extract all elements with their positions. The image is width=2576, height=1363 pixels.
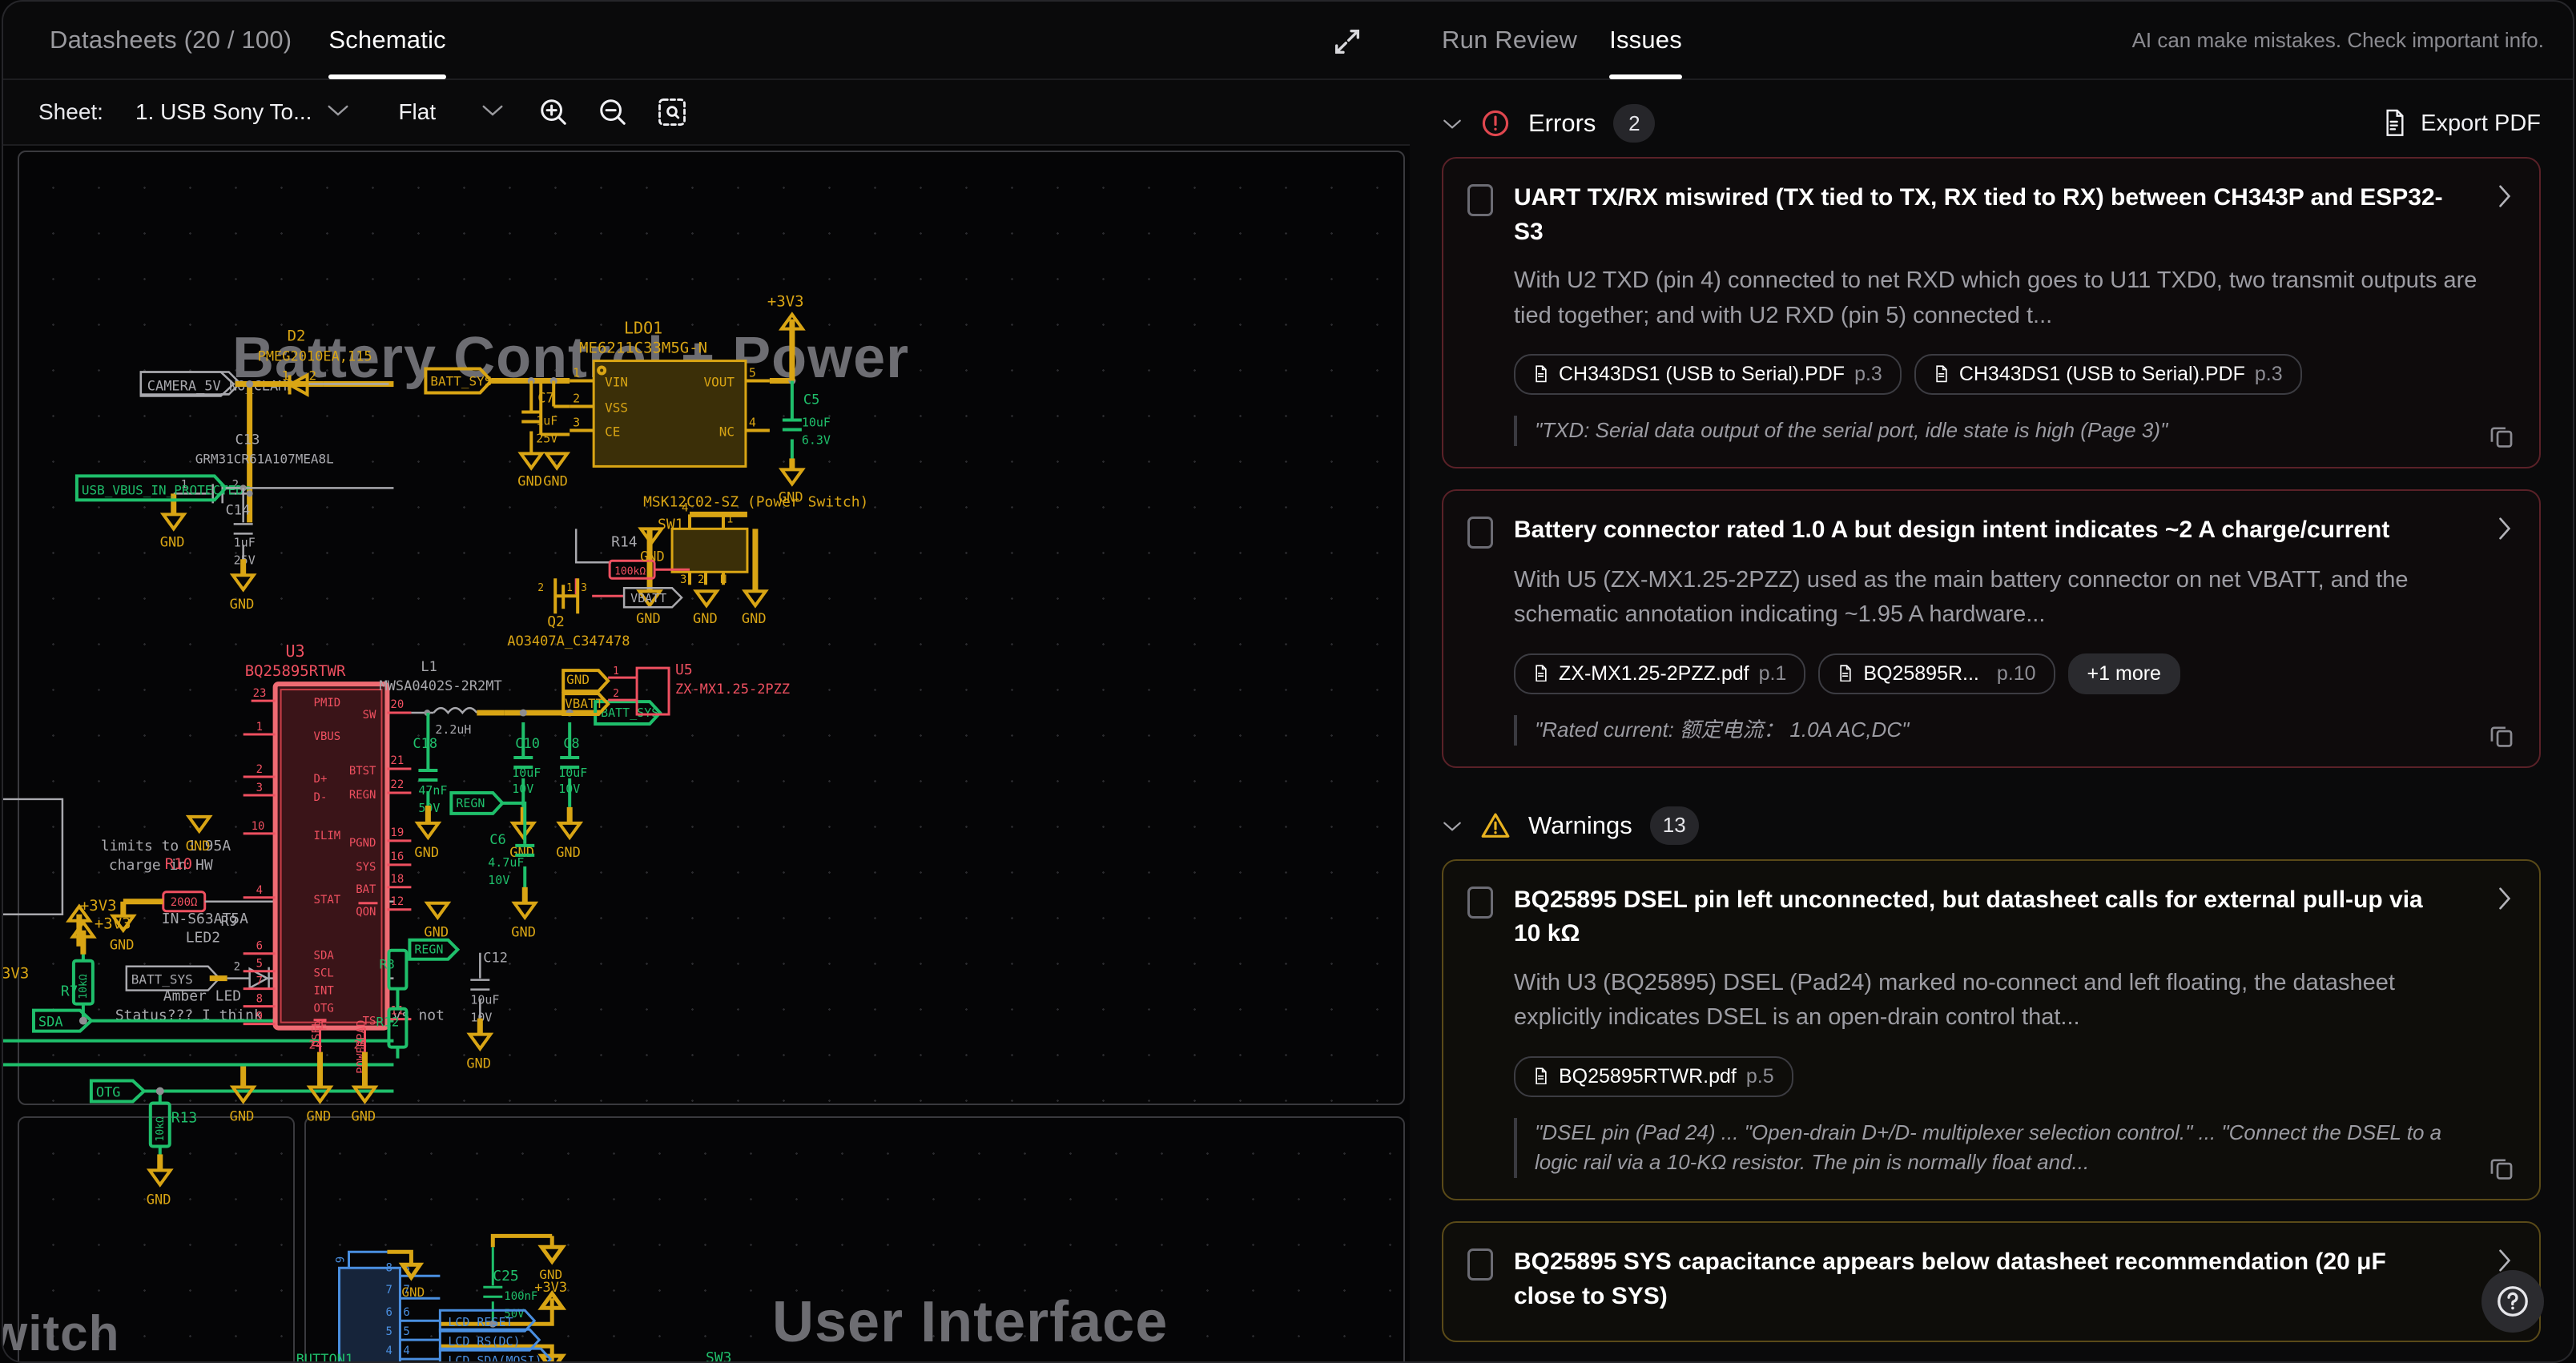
chevron-right-icon[interactable]	[2498, 1248, 2512, 1279]
source-chip-name: BQ25895R...	[1863, 661, 1979, 685]
issue-title: BQ25895 SYS capacitance appears below da…	[1514, 1248, 2386, 1309]
zoom-out-icon[interactable]	[598, 97, 628, 127]
source-chip[interactable]: ZX-MX1.25-2PZZ.pdf p.1	[1514, 653, 1806, 694]
copy-icon[interactable]	[2488, 1154, 2515, 1181]
chevron-down-icon	[481, 101, 505, 123]
file-icon	[1934, 365, 1950, 384]
chevron-right-icon[interactable]	[2498, 184, 2512, 215]
errors-count-badge: 2	[1613, 104, 1656, 143]
chevron-down-icon[interactable]	[1442, 813, 1463, 838]
issue-description: With U5 (ZX-MX1.25-2PZZ) used as the mai…	[1514, 566, 2409, 628]
chevron-right-icon[interactable]	[2498, 887, 2512, 917]
chevron-down-icon	[326, 101, 350, 123]
source-chip-name: ZX-MX1.25-2PZZ.pdf	[1559, 661, 1749, 685]
tab-schematic[interactable]: Schematic	[328, 2, 446, 79]
source-chip-page: p.3	[2254, 363, 2283, 386]
schematic-sheet-main	[18, 151, 1405, 1105]
warnings-count-badge: 13	[1649, 806, 1699, 845]
file-icon	[1837, 664, 1854, 683]
schematic-canvas[interactable]: Battery Control + Power User Interface w…	[3, 146, 1410, 1361]
view-mode-select[interactable]: Flat	[398, 99, 505, 125]
issue-description: With U2 TXD (pin 4) connected to net RXD…	[1514, 267, 2477, 328]
warnings-card-list: BQ25895 DSEL pin left unconnected, but d…	[1410, 858, 2573, 1343]
issue-checkbox[interactable]	[1467, 1248, 1493, 1281]
pdf-file-icon	[2382, 109, 2408, 138]
copy-icon[interactable]	[2488, 422, 2515, 449]
source-chip[interactable]: CH343DS1 (USB to Serial).PDF p.3	[1514, 354, 1902, 396]
tab-datasheets[interactable]: Datasheets (20 / 100)	[50, 26, 292, 54]
expand-icon[interactable]	[1331, 26, 1363, 58]
source-chip[interactable]: BQ25895R... p.10	[1818, 653, 2055, 694]
source-chip[interactable]: BQ25895RTWR.pdf p.5	[1514, 1055, 1793, 1097]
issue-card[interactable]: Battery connector rated 1.0 A but design…	[1442, 489, 2541, 768]
source-chip[interactable]: CH343DS1 (USB to Serial).PDF p.3	[1914, 354, 2302, 396]
issue-source-chips: BQ25895RTWR.pdf p.5	[1514, 1055, 2512, 1097]
file-icon	[1533, 365, 1549, 384]
warnings-section-header: Warnings 13	[1410, 789, 2573, 859]
grid-dots	[19, 152, 1403, 1104]
sheet-label: Sheet:	[38, 99, 103, 124]
sheet-select-value: 1. USB Sony To...	[135, 99, 312, 124]
source-chip-name: CH343DS1 (USB to Serial).PDF	[1958, 363, 2245, 386]
source-chip-page: p.3	[1854, 363, 1882, 386]
issue-quote: "TXD: Serial data output of the serial p…	[1514, 416, 2512, 446]
help-circle-icon[interactable]	[2481, 1270, 2544, 1333]
schematic-toolbar: Sheet: 1. USB Sony To... Flat	[3, 80, 1410, 146]
warnings-title: Warnings	[1528, 810, 1632, 839]
issue-card-header: BQ25895 DSEL pin left unconnected, but d…	[1467, 883, 2512, 951]
issue-description: With U3 (BQ25895) DSEL (Pad24) marked no…	[1514, 969, 2395, 1031]
schematic-title-battery: Battery Control + Power	[232, 326, 910, 390]
issue-quote: "Rated current: 额定电流： 1.0A AC,DC"	[1514, 714, 2512, 746]
source-chip-page: p.5	[1745, 1064, 1774, 1088]
issue-checkbox[interactable]	[1467, 184, 1493, 216]
issue-title: Battery connector rated 1.0 A but design…	[1514, 516, 2390, 543]
source-chip-name: CH343DS1 (USB to Serial).PDF	[1559, 363, 1845, 386]
ai-disclaimer: AI can make mistakes. Check important in…	[2131, 28, 2544, 52]
tab-run-review[interactable]: Run Review	[1442, 26, 1578, 54]
issue-card-header: UART TX/RX miswired (TX tied to TX, RX t…	[1467, 181, 2512, 249]
schematic-pane: Datasheets (20 / 100) Schematic Sheet: 1…	[2, 0, 1410, 1363]
issue-card[interactable]: BQ25895 DSEL pin left unconnected, but d…	[1442, 858, 2541, 1201]
warning-triangle-icon	[1480, 810, 1511, 841]
error-circle-icon	[1480, 108, 1511, 139]
source-chip-page: p.1	[1758, 661, 1787, 685]
export-pdf-button[interactable]: Export PDF	[2382, 109, 2541, 138]
schematic-title-switch: witch	[3, 1306, 120, 1361]
left-tabbar: Datasheets (20 / 100) Schematic	[3, 2, 1410, 80]
copy-icon[interactable]	[2488, 722, 2515, 749]
source-chip-more[interactable]: +1 more	[2067, 653, 2180, 694]
errors-title: Errors	[1528, 109, 1596, 137]
view-mode-value: Flat	[398, 99, 437, 124]
issue-card[interactable]: BQ25895 SYS capacitance appears below da…	[1442, 1221, 2541, 1343]
source-chip-page: p.10	[1996, 661, 2036, 685]
issue-title: UART TX/RX miswired (TX tied to TX, RX t…	[1514, 184, 2443, 245]
issue-checkbox[interactable]	[1467, 516, 1493, 549]
file-icon	[1533, 664, 1549, 683]
issue-quote: "DSEL pin (Pad 24) ... "Open-drain D+/D-…	[1514, 1117, 2512, 1179]
issue-title: BQ25895 DSEL pin left unconnected, but d…	[1514, 886, 2423, 947]
errors-card-list: UART TX/RX miswired (TX tied to TX, RX t…	[1410, 157, 2573, 768]
zoom-controls	[538, 97, 687, 127]
zoom-fit-icon[interactable]	[657, 97, 687, 127]
issue-source-chips: ZX-MX1.25-2PZZ.pdf p.1 BQ25895R... p.10 …	[1514, 653, 2512, 694]
chevron-down-icon[interactable]	[1442, 111, 1463, 136]
issue-source-chips: CH343DS1 (USB to Serial).PDF p.3 CH343DS…	[1514, 354, 2512, 396]
export-pdf-label: Export PDF	[2421, 110, 2541, 136]
file-icon	[1533, 1067, 1549, 1086]
source-chip-name: BQ25895RTWR.pdf	[1559, 1064, 1737, 1088]
issue-card-header: Battery connector rated 1.0 A but design…	[1467, 513, 2512, 549]
right-tabbar: Run Review Issues AI can make mistakes. …	[1410, 2, 2573, 80]
issues-pane: Run Review Issues AI can make mistakes. …	[1410, 0, 2574, 1363]
schematic-title-ui: User Interface	[772, 1290, 1169, 1354]
tab-issues[interactable]: Issues	[1609, 2, 1682, 79]
sheet-select[interactable]: 1. USB Sony To...	[135, 99, 351, 125]
issue-card[interactable]: UART TX/RX miswired (TX tied to TX, RX t…	[1442, 157, 2541, 468]
chevron-right-icon[interactable]	[2498, 517, 2512, 547]
errors-section-header: Errors 2 Export PDF	[1410, 80, 2573, 157]
issue-checkbox[interactable]	[1467, 886, 1493, 919]
zoom-in-icon[interactable]	[538, 97, 569, 127]
issue-card-header: BQ25895 SYS capacitance appears below da…	[1467, 1245, 2512, 1313]
